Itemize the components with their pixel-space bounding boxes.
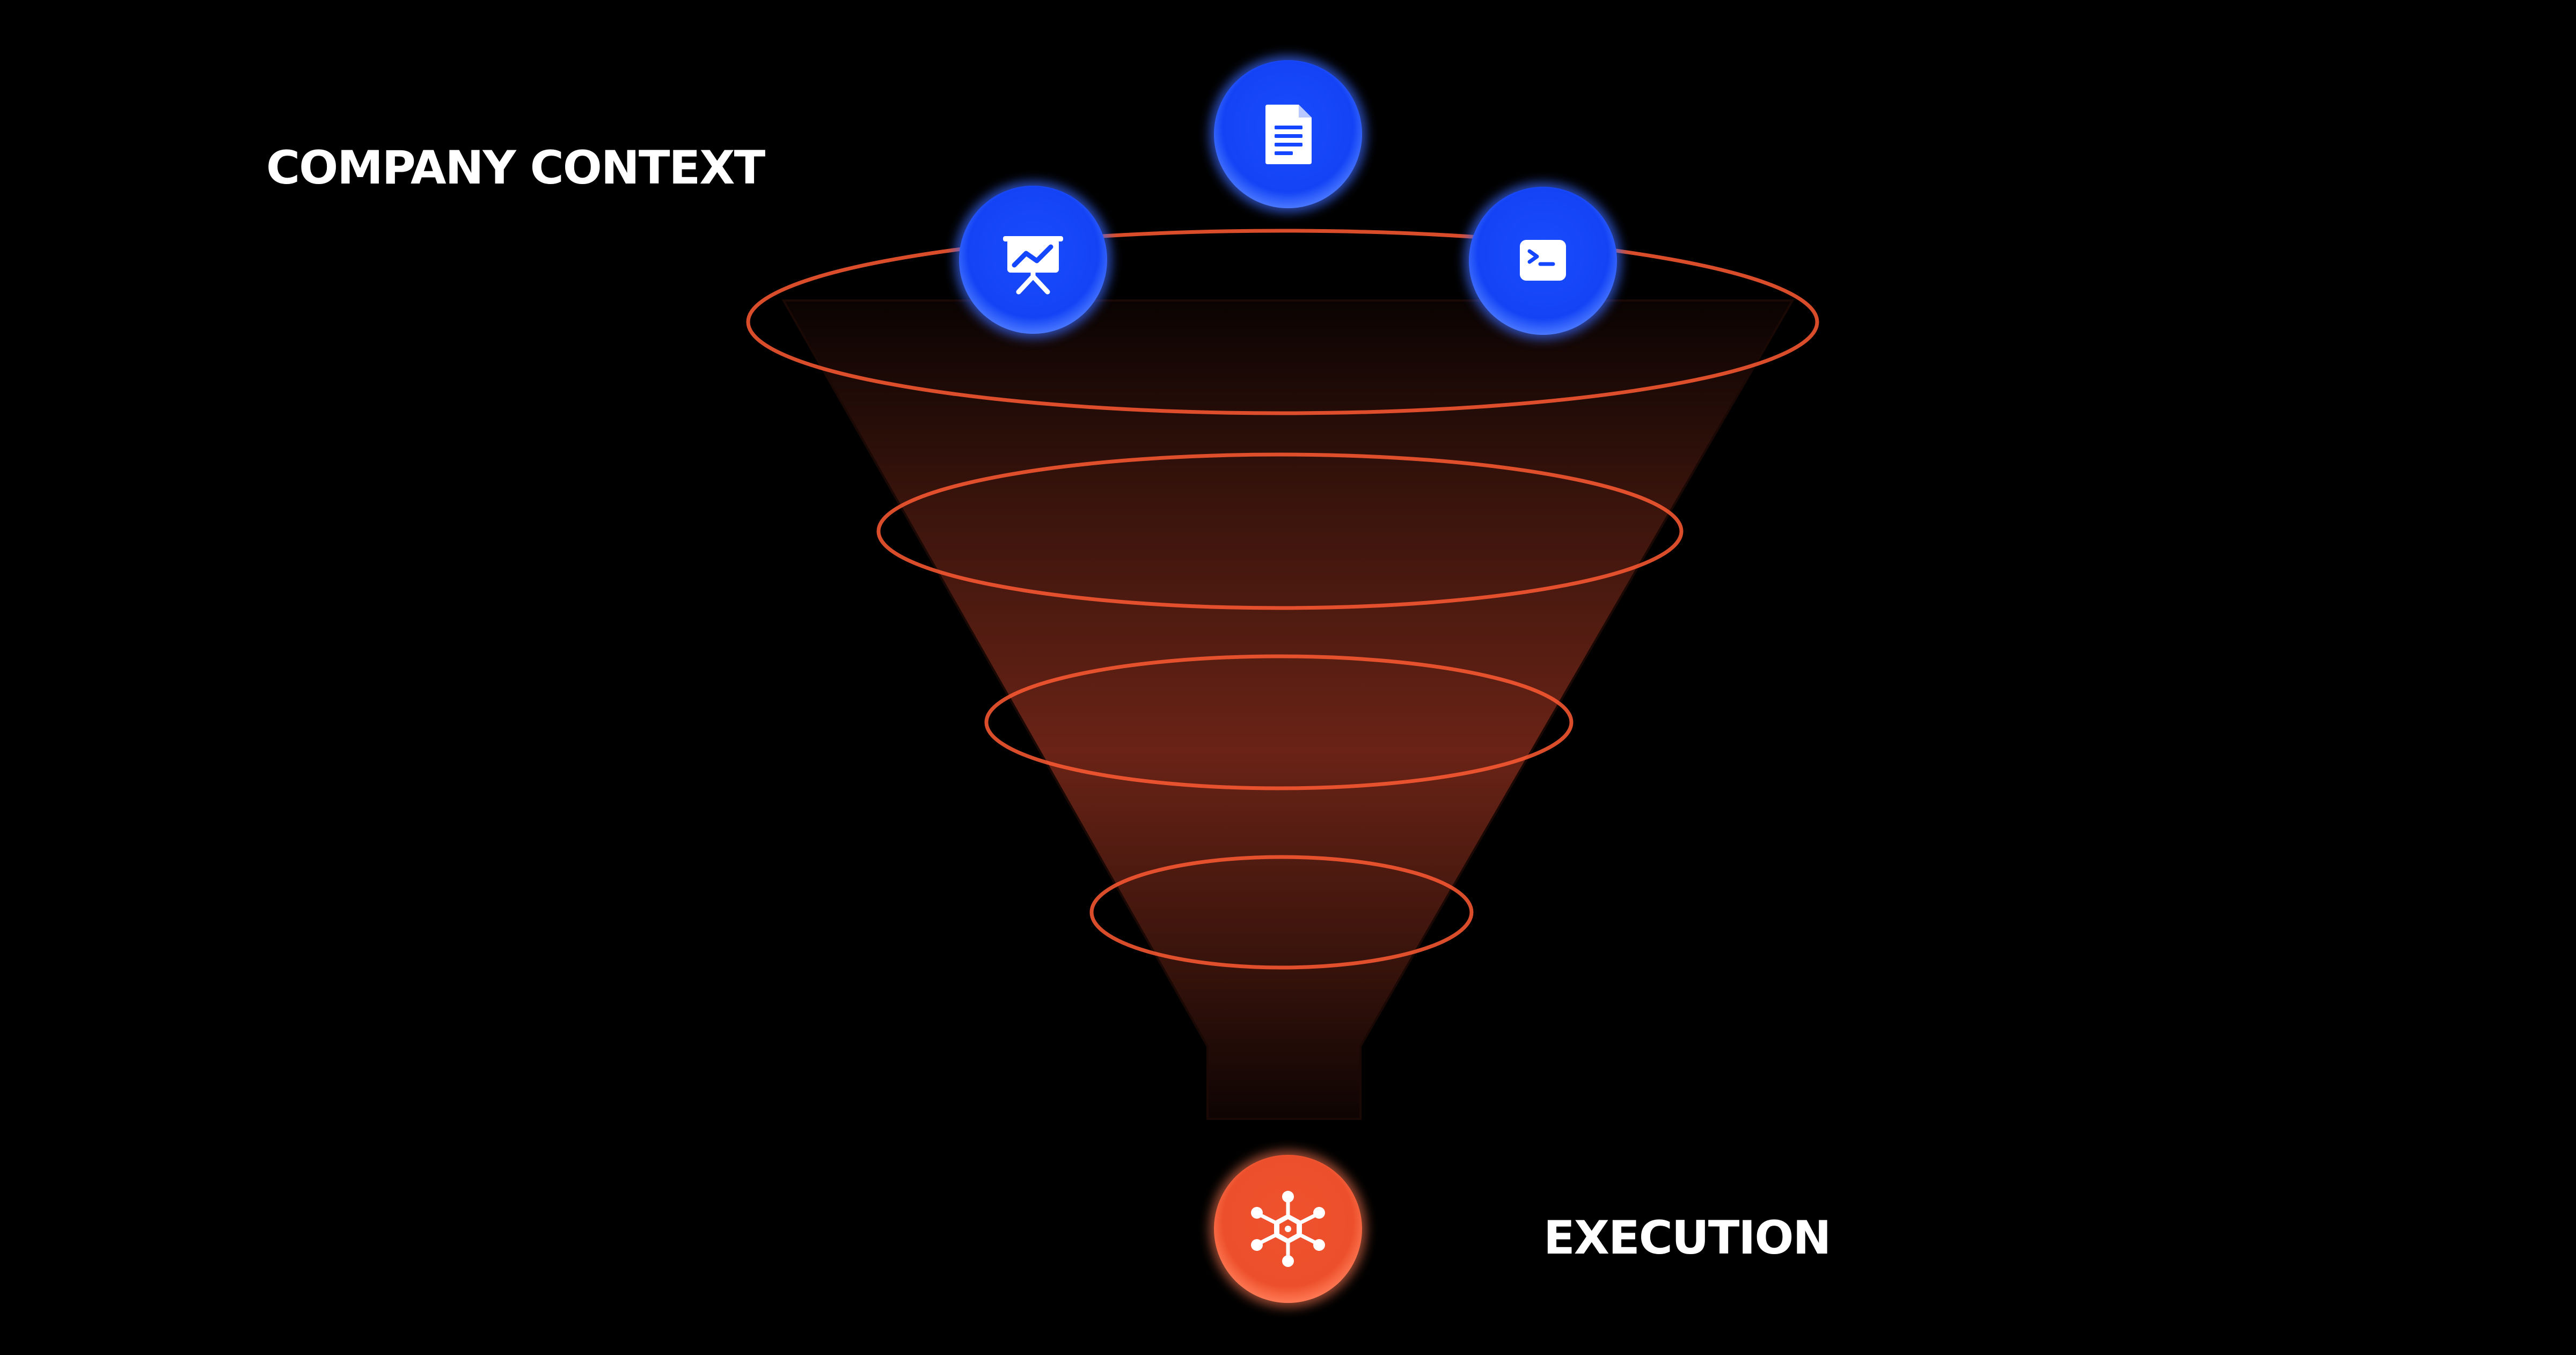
document-icon (1265, 105, 1312, 164)
funnel-ring-4 (1089, 855, 1474, 970)
input-node-terminal (1465, 182, 1621, 339)
input-node-presentation (955, 181, 1111, 338)
output-node-execution (1210, 1151, 1366, 1307)
execution-label: EXECUTION (1543, 1211, 1831, 1265)
input-node-document (1210, 56, 1366, 213)
funnel-ring-2 (876, 452, 1684, 610)
company-context-label: COMPANY CONTEXT (266, 141, 765, 195)
funnel-ring-3 (984, 654, 1574, 790)
funnel-body (781, 299, 1795, 1120)
presentation-chart-icon (1003, 236, 1063, 295)
network-hub-icon (1251, 1191, 1325, 1267)
terminal-icon (1520, 240, 1566, 281)
funnel-ring-1 (746, 229, 1819, 415)
